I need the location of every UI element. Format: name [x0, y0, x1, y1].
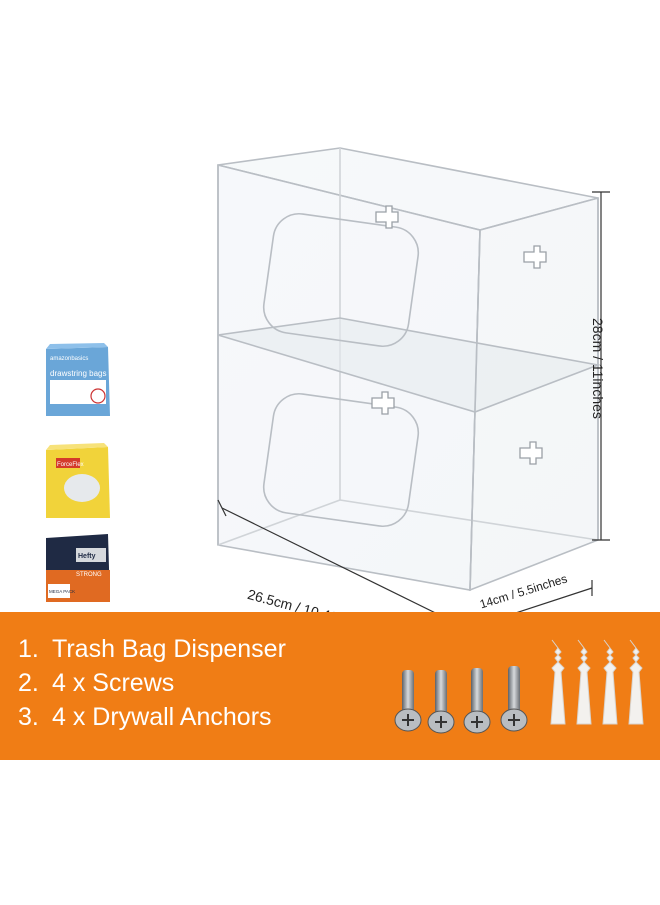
- list-text: Trash Bag Dispenser: [52, 635, 286, 663]
- package-contents-banner: [0, 612, 660, 760]
- list-item: 1. Trash Bag Dispenser: [18, 632, 286, 666]
- list-item: 2. 4 x Screws: [18, 666, 286, 700]
- bag-box-forceflex: [46, 443, 110, 518]
- hardware-illustration: [394, 639, 644, 734]
- bag-box-brand: ForceFlex: [57, 462, 84, 468]
- screw-icon: [463, 668, 491, 734]
- drywall-anchor-icon: [550, 639, 566, 725]
- package-contents-list: 1. Trash Bag Dispenser 2. 4 x Screws 3. 4 x…: [18, 632, 286, 734]
- bag-box-brand: Hefty: [78, 553, 96, 560]
- drywall-anchor-icon: [628, 639, 644, 725]
- bag-box-hefty: [46, 534, 110, 602]
- drywall-anchor-icon: [576, 639, 592, 725]
- list-number: 2.: [18, 669, 39, 697]
- list-item: 3. 4 x Drywall Anchors: [18, 700, 286, 734]
- bag-box-amazon: [46, 343, 110, 416]
- screw-icon: [394, 670, 422, 732]
- bag-box-brand: amazonbasics: [50, 356, 88, 362]
- keyhole-slot-icon: [371, 205, 547, 465]
- drywall-anchor-icon: [602, 639, 618, 725]
- list-text: 4 x Screws: [52, 669, 175, 697]
- acrylic-dispenser: [217, 147, 601, 592]
- list-text: 4 x Drywall Anchors: [52, 703, 272, 731]
- screw-icon: [500, 666, 528, 732]
- bag-box-badge: MEGA PACK: [49, 589, 75, 594]
- list-number: 3.: [18, 703, 39, 731]
- bag-box-product: drawstring bags: [50, 369, 106, 378]
- dimension-lines: [217, 191, 610, 637]
- bag-box-product: STRONG: [76, 572, 102, 578]
- list-number: 1.: [18, 635, 39, 663]
- height-dimension-label: 28cm / 11inches: [590, 318, 606, 419]
- screw-icon: [427, 670, 455, 734]
